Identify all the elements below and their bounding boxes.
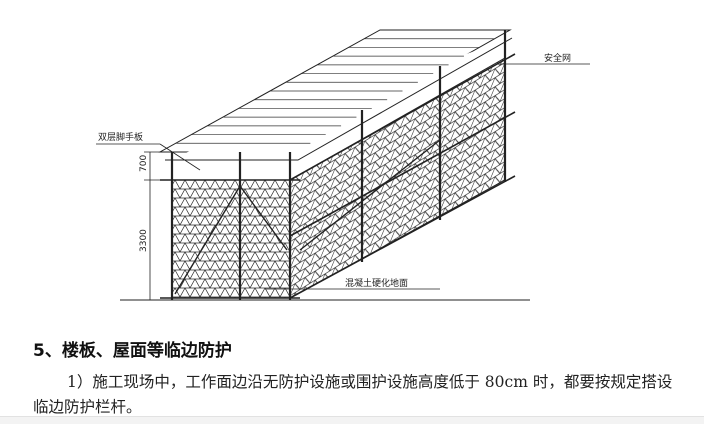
dimensions	[144, 151, 168, 301]
section-paragraph: 1）施工现场中，工作面边沿无防护设施或围护设施高度低于 80cm 时，都要按规定…	[33, 370, 673, 420]
paragraph-text: 1）施工现场中，工作面边沿无防护设施或围护设施高度低于 80cm 时，都要按规定…	[33, 373, 673, 416]
rails	[160, 53, 516, 299]
dimension-3300: 3300	[139, 229, 149, 252]
scaffold-protection-diagram: 700 3300 安全网 双层脚手板 混凝土硬化地面	[96, 29, 590, 301]
front-mesh	[171, 179, 291, 299]
braces	[174, 139, 441, 295]
posts	[170, 30, 507, 300]
dimension-700: 700	[139, 155, 149, 172]
section-heading: 5、楼板、屋面等临边防护	[33, 341, 232, 361]
safety-net-label: 安全网	[544, 52, 571, 64]
concrete-ground-label: 混凝土硬化地面	[345, 277, 408, 289]
bottom-scrollbar-strip	[0, 416, 704, 424]
double-board-label: 双层脚手板	[98, 131, 143, 143]
roof-board-lines	[175, 38, 495, 144]
